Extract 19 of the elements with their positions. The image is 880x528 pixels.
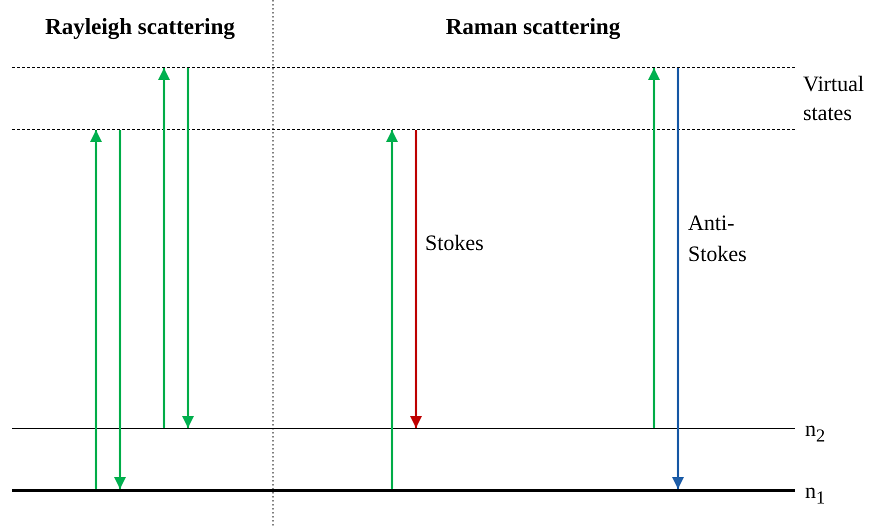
energy-level-line bbox=[12, 428, 795, 429]
transition-arrow bbox=[182, 68, 194, 428]
edge-label: Anti-Stokes bbox=[688, 209, 748, 268]
section-heading: Raman scattering bbox=[446, 14, 620, 40]
virtual-level-line bbox=[12, 67, 795, 68]
edge-label: Stokes bbox=[425, 229, 485, 257]
transition-arrow bbox=[386, 130, 398, 489]
transition-arrow bbox=[410, 130, 422, 428]
section-heading: Rayleigh scattering bbox=[45, 14, 235, 40]
transition-arrow bbox=[114, 130, 126, 489]
virtual-level-line bbox=[12, 129, 795, 130]
transition-arrow bbox=[90, 130, 102, 489]
level-label: Virtual states bbox=[803, 70, 865, 127]
transition-arrow bbox=[672, 68, 684, 489]
energy-level-line bbox=[12, 489, 795, 492]
transition-arrow bbox=[158, 68, 170, 428]
level-label: n$_{2}$ bbox=[805, 417, 826, 446]
transition-arrow bbox=[648, 68, 660, 428]
level-label: n$_{1}$ bbox=[805, 479, 826, 508]
